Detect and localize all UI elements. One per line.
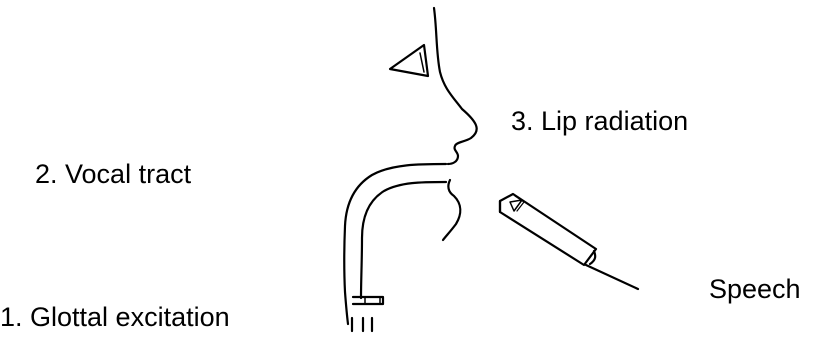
lip-radiation-label: 3. Lip radiation [511,108,688,135]
vocal-tract-inner [361,182,446,298]
glottis-box [353,297,383,304]
face-profile-upper [434,8,477,164]
vocal-tract-label: 2. Vocal tract [35,161,191,188]
vocal-tract-outer [344,164,446,324]
speech-label: Speech [709,276,801,303]
glottal-excitation-label: 1. Glottal excitation [0,304,230,331]
microphone-icon [500,194,638,289]
lower-lip-chin [443,180,460,240]
